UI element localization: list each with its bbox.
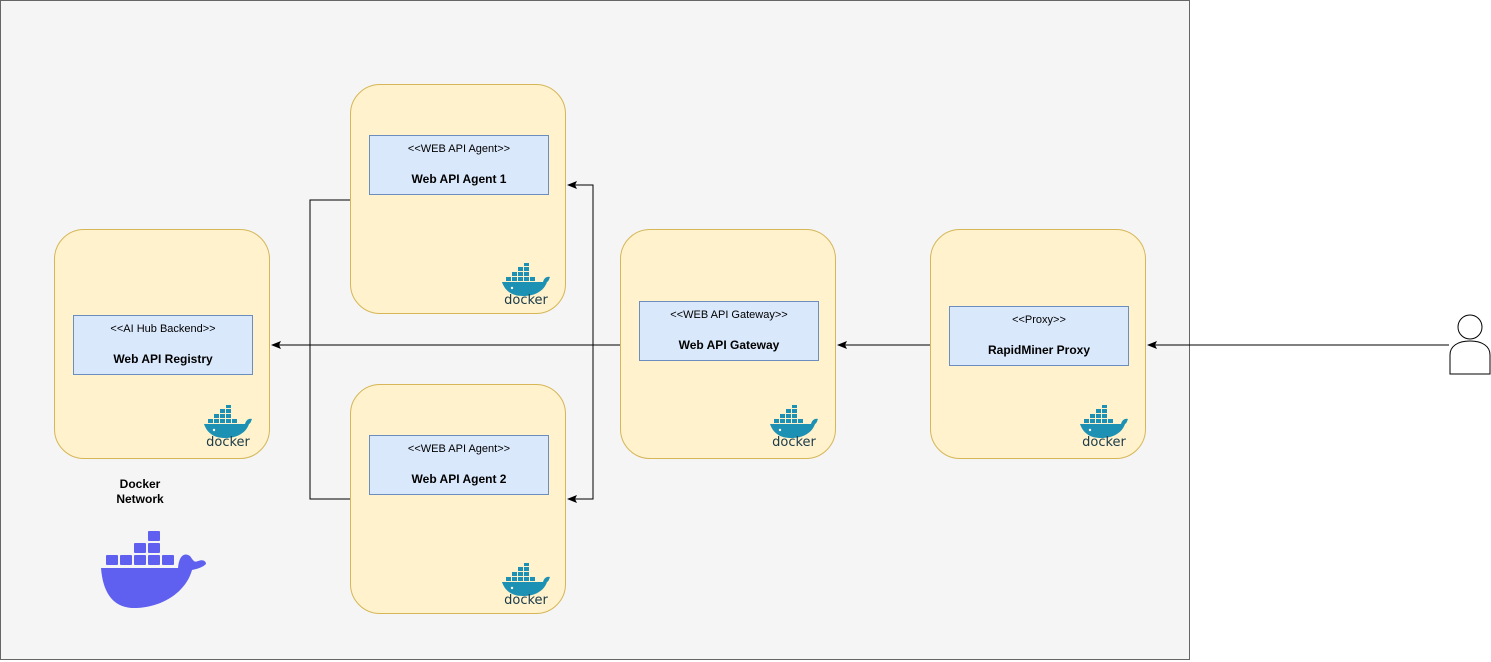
registry-stereotype: <<AI Hub Backend>> xyxy=(110,323,216,335)
agent1-name: Web API Agent 1 xyxy=(411,172,507,186)
docker-wordmark: docker xyxy=(772,435,816,447)
docker-wordmark: docker xyxy=(206,435,250,447)
agent2-name: Web API Agent 2 xyxy=(411,472,507,486)
agent2-container: <<WEB API Agent>> Web API Agent 2 docker xyxy=(350,384,566,614)
docker-network-label: Docker Network xyxy=(116,477,164,506)
docker-whale-icon xyxy=(101,531,206,608)
proxy-stereotype: <<Proxy>> xyxy=(1012,314,1066,326)
registry-container: <<AI Hub Backend>> Web API Registry dock… xyxy=(54,229,270,459)
registry-component[interactable]: <<AI Hub Backend>> Web API Registry xyxy=(73,315,253,375)
docker-icon: docker xyxy=(201,405,255,447)
agent1-container: <<WEB API Agent>> Web API Agent 1 docker xyxy=(350,84,566,314)
agent1-component[interactable]: <<WEB API Agent>> Web API Agent 1 xyxy=(369,135,549,195)
gateway-stereotype: <<WEB API Gateway>> xyxy=(670,309,788,321)
docker-icon: docker xyxy=(1077,405,1131,447)
user-icon[interactable] xyxy=(1449,313,1491,375)
agent1-stereotype: <<WEB API Agent>> xyxy=(407,143,511,155)
gateway-name: Web API Gateway xyxy=(678,338,780,352)
docker-wordmark: docker xyxy=(504,293,548,305)
proxy-name: RapidMiner Proxy xyxy=(987,343,1091,357)
registry-name: Web API Registry xyxy=(113,352,213,366)
docker-wordmark: docker xyxy=(504,593,548,605)
docker-icon: docker xyxy=(499,563,553,605)
docker-icon: docker xyxy=(499,263,553,305)
gateway-container: <<WEB API Gateway>> Web API Gateway dock… xyxy=(620,229,836,459)
gateway-component[interactable]: <<WEB API Gateway>> Web API Gateway xyxy=(639,301,819,361)
agent2-component[interactable]: <<WEB API Agent>> Web API Agent 2 xyxy=(369,435,549,495)
docker-wordmark: docker xyxy=(1082,435,1126,447)
docker-icon: docker xyxy=(767,405,821,447)
proxy-container: <<Proxy>> RapidMiner Proxy docker xyxy=(930,229,1146,459)
agent2-stereotype: <<WEB API Agent>> xyxy=(407,443,511,455)
proxy-component[interactable]: <<Proxy>> RapidMiner Proxy xyxy=(949,306,1129,366)
